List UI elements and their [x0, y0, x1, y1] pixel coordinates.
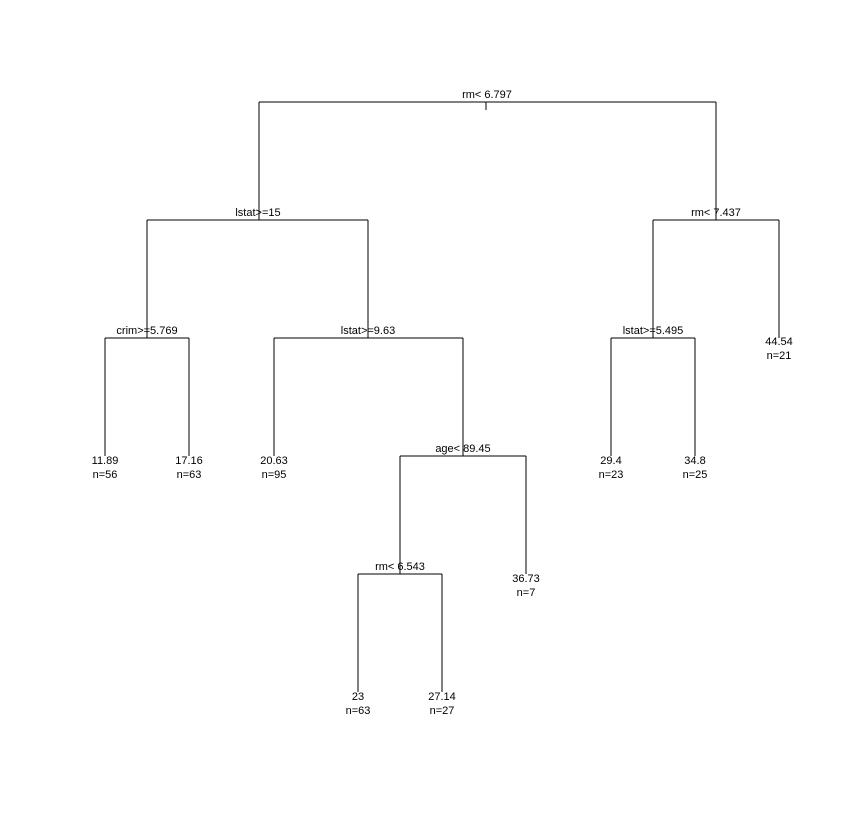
leaf-labels: 11.89 n=56 17.16 n=63 20.63 n=95 23 n=63…: [92, 336, 793, 717]
leaf-3-value: 20.63: [260, 455, 288, 467]
split-labels: rm< 6.797 lstat>=15 rm< 7.437 crim>=5.76…: [116, 89, 741, 573]
leaf-6-count: n=7: [517, 587, 536, 599]
split-label-right: rm< 7.437: [691, 207, 741, 219]
leaf-1-count: n=56: [93, 469, 118, 481]
split-label-left: lstat>=15: [235, 207, 280, 219]
split-label-left-right: lstat>=9.63: [341, 325, 395, 337]
leaf-3-count: n=95: [262, 469, 287, 481]
leaf-7-value: 29.4: [600, 455, 621, 467]
leaf-5-count: n=27: [430, 705, 455, 717]
leaf-2-value: 17.16: [175, 455, 203, 467]
leaf-4-value: 23: [352, 691, 364, 703]
leaf-8-count: n=25: [683, 469, 708, 481]
tree-branches: [104, 101, 780, 692]
leaf-6-value: 36.73: [512, 573, 540, 585]
split-label-left-left: crim>=5.769: [116, 325, 177, 337]
leaf-7-count: n=23: [599, 469, 624, 481]
split-label-left-right-right: age< 89.45: [435, 443, 490, 455]
leaf-2-count: n=63: [177, 469, 202, 481]
leaf-4-count: n=63: [346, 705, 371, 717]
leaf-9-value: 44.54: [765, 336, 793, 348]
leaf-1-value: 11.89: [92, 455, 119, 467]
split-label-root: rm< 6.797: [462, 89, 512, 101]
split-label-left-right-right-left: rm< 6.543: [375, 561, 425, 573]
leaf-8-value: 34.8: [684, 455, 705, 467]
leaf-9-count: n=21: [767, 350, 792, 362]
split-label-right-left: lstat>=5.495: [623, 325, 684, 337]
leaf-5-value: 27.14: [428, 691, 456, 703]
